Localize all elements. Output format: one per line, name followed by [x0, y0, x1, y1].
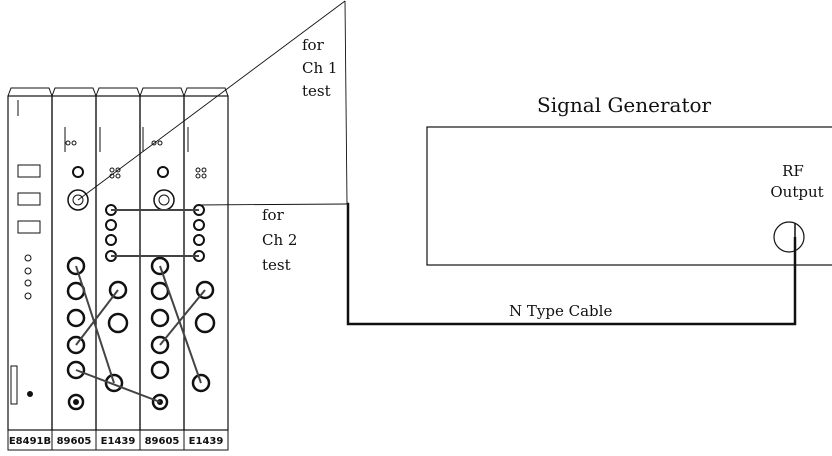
ch1-leader-line [77, 0, 346, 201]
ch2-leader-line [195, 203, 348, 206]
cable-vertical-lead [344, 0, 348, 205]
signal-generator-box [426, 126, 832, 266]
ch2-note-line2: Ch 2 [262, 231, 297, 249]
ch1-note-line3: test [302, 82, 331, 100]
module-e1439-b: E1439 [183, 87, 229, 451]
jumper-cables [75, 209, 206, 403]
signal-generator-title: Signal Generator [537, 93, 712, 117]
ch1-note-line1: for [302, 36, 325, 54]
module-label: E1439 [189, 436, 224, 447]
ch1-note-line2: Ch 1 [302, 59, 337, 77]
module-label: E8491B [9, 436, 51, 447]
module-label-box [183, 429, 229, 451]
n-type-cable [346, 202, 797, 326]
rf-output-connector [773, 221, 805, 253]
rf-output-label-line1: RF [782, 162, 804, 180]
n-type-cable-label: N Type Cable [509, 302, 612, 320]
module-e8491b: E8491B [7, 87, 53, 451]
ch2-input-port [153, 189, 175, 211]
module-89605-a: 89605 [51, 87, 97, 451]
ch2-note-line3: test [262, 256, 291, 274]
module-label: E1439 [101, 436, 136, 447]
module-label: 89605 [57, 436, 92, 447]
ch1-input-port [67, 189, 89, 211]
module-label: 89605 [145, 436, 180, 447]
rf-output-label-line2: Output [770, 183, 823, 201]
ch2-note-line1: for [262, 206, 285, 224]
module-e1439-a: E1439 [95, 87, 141, 451]
